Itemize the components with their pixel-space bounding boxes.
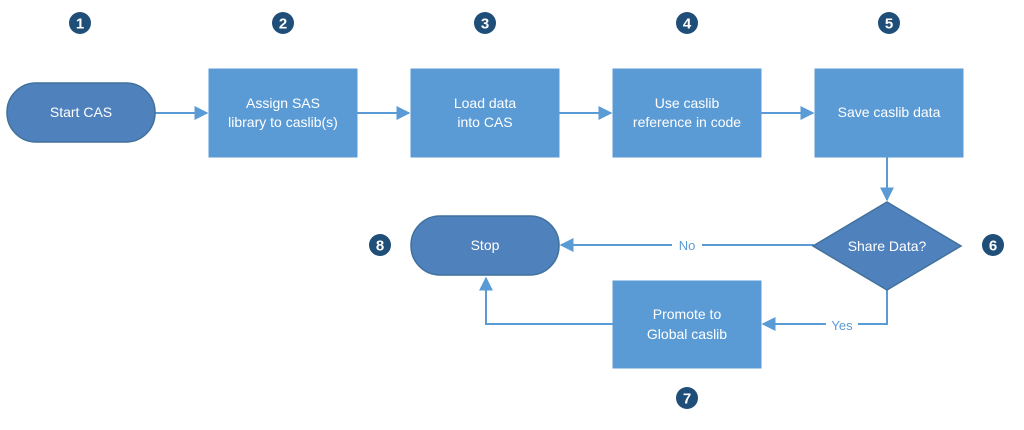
connector-decision-yes-to-promote: [761, 290, 888, 331]
load-data-label-line2: into CAS: [457, 114, 512, 130]
stop-terminal: [410, 215, 560, 276]
badge-4-number: 4: [683, 16, 692, 33]
assign-library-label-line1: Assign SAS: [246, 95, 320, 111]
edge-label-no: No: [679, 238, 696, 253]
use-caslib-box: [612, 68, 762, 158]
connector-promote-to-stop: [479, 276, 613, 325]
badge-4-icon: [676, 12, 698, 34]
badge-7-icon: [676, 387, 698, 409]
step-badges: 1 2 3 4 5 6 7 8: [69, 12, 1004, 409]
share-data-decision: [811, 201, 963, 291]
edge-label-yes: Yes: [831, 318, 853, 333]
use-caslib-label-line1: Use caslib: [655, 95, 720, 111]
badge-3-icon: [474, 12, 496, 34]
badge-3-number: 3: [481, 16, 489, 33]
badge-7-number: 7: [683, 391, 691, 408]
assign-library-box: [208, 68, 358, 158]
assign-library-label-line2: library to caslib(s): [228, 114, 338, 130]
save-caslib-label: Save caslib data: [838, 104, 941, 120]
promote-global-box: [612, 280, 762, 369]
badge-8-number: 8: [376, 238, 384, 255]
start-cas-terminal: [6, 82, 156, 143]
badge-5-icon: [878, 12, 900, 34]
badge-2-number: 2: [279, 16, 287, 33]
share-data-label: Share Data?: [848, 238, 927, 254]
badge-1-icon: [69, 12, 91, 34]
use-caslib-label-line2: reference in code: [633, 114, 741, 130]
badge-1-number: 1: [76, 16, 84, 33]
load-data-box: [410, 68, 560, 158]
badge-2-icon: [272, 12, 294, 34]
promote-global-label-line2: Global caslib: [647, 326, 727, 342]
badge-8-icon: [369, 234, 391, 256]
badge-6-icon: [982, 234, 1004, 256]
save-caslib-box: [814, 68, 964, 158]
badge-5-number: 5: [885, 16, 893, 33]
load-data-label-line1: Load data: [454, 95, 516, 111]
badge-6-number: 6: [989, 238, 997, 255]
stop-label: Stop: [471, 237, 500, 253]
start-cas-label: Start CAS: [50, 104, 112, 120]
promote-global-label-line1: Promote to: [653, 306, 722, 322]
